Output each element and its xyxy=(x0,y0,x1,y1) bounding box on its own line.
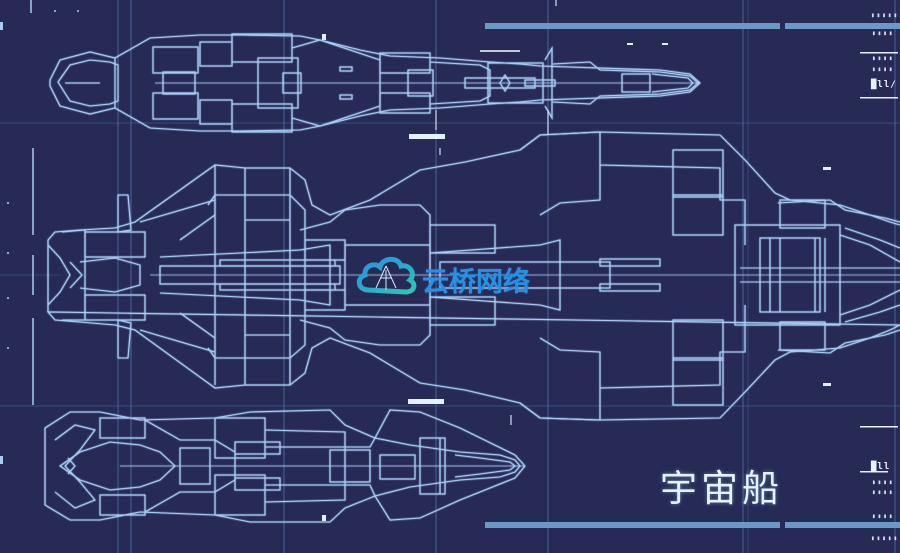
ship-top-view xyxy=(49,33,701,133)
hud-bars xyxy=(485,23,900,528)
hud-label-top: █ll/ xyxy=(871,80,897,90)
hud-code-bottom-4: ▮▮▮▮▮ xyxy=(871,535,900,542)
grid-marks xyxy=(435,0,557,425)
watermark-logo: 云桥网络 xyxy=(354,252,554,298)
hud-code-top-4: ▮▮▮▮ xyxy=(872,66,895,73)
hud-code-bottom-1: ▮▮▮▮ xyxy=(872,479,895,486)
hud-code-top-1: ▮▮▮▮▮▮ xyxy=(871,12,900,19)
hud-marks xyxy=(322,34,898,521)
hud-code-top-3: ▮▮▮▮ xyxy=(872,55,895,62)
watermark-text: 云桥网络 xyxy=(422,267,530,298)
artwork-title: 宇宙船 xyxy=(660,467,783,510)
ship-bottom-view xyxy=(44,409,526,523)
hud-code-top-2: ▮▮▮▮ xyxy=(872,30,895,37)
hud-label-bottom: █ll xyxy=(871,462,891,472)
ship-main-view xyxy=(46,131,900,421)
left-ruler xyxy=(30,0,34,405)
hud-code-bottom-3: ▮▮▮▮ xyxy=(872,513,895,520)
left-ruler-dots xyxy=(0,10,79,464)
hud-code-bottom-2: ▮▮▮▮ xyxy=(872,489,895,496)
cloud-logo-icon xyxy=(356,256,417,295)
